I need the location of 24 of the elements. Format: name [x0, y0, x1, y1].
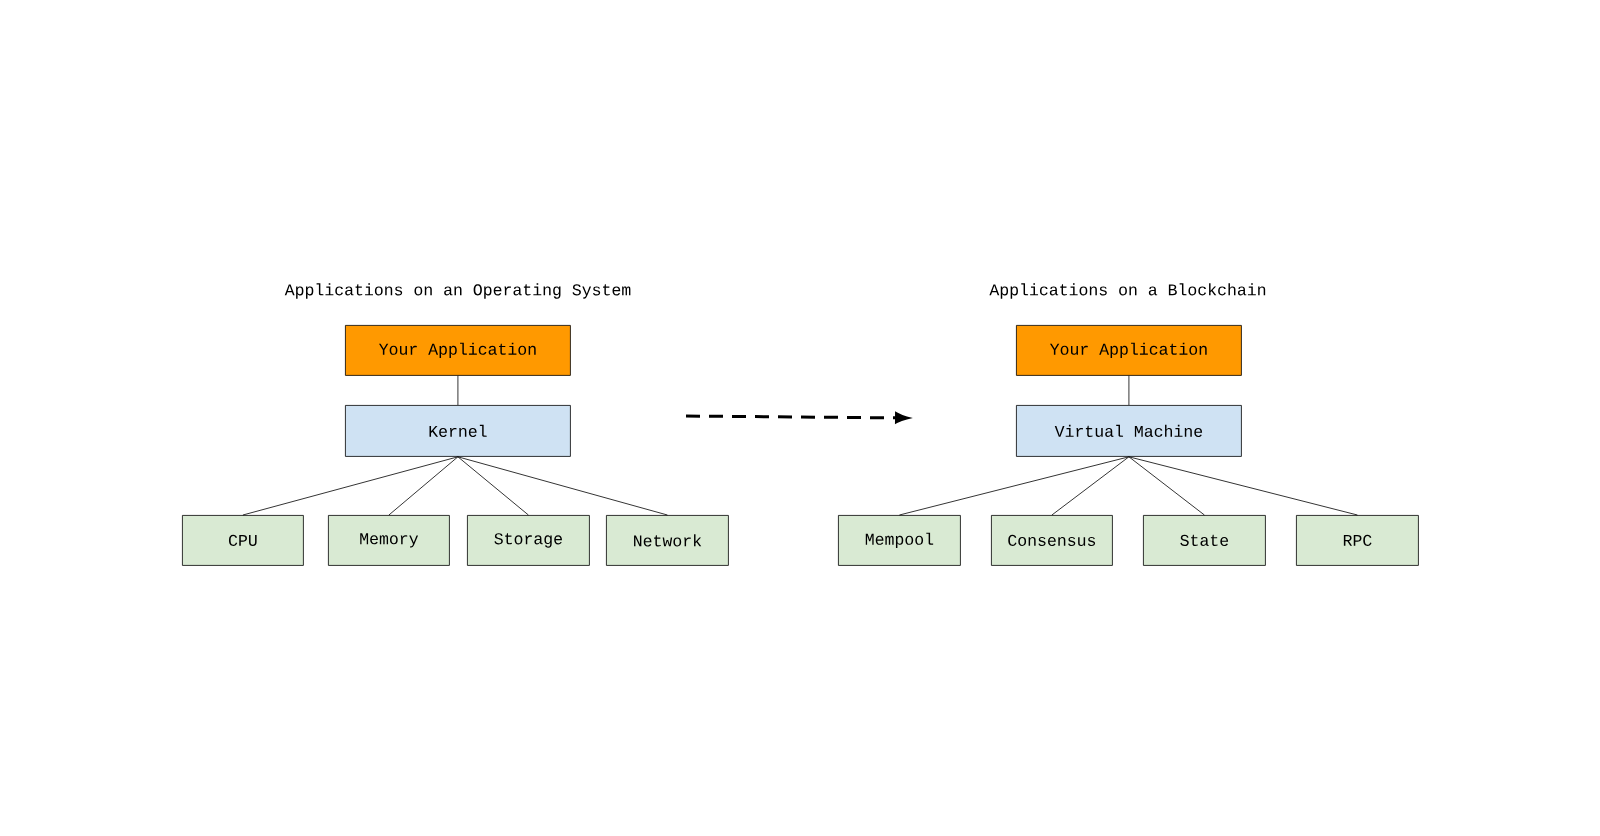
connector-line — [899, 456, 1130, 516]
connector-line — [457, 456, 668, 516]
component-box: RPC — [1296, 515, 1419, 566]
component-box: Network — [606, 515, 729, 566]
connector-line — [1128, 375, 1130, 406]
connector-line — [1128, 456, 1205, 516]
connector-line — [1128, 456, 1358, 516]
component-box: Storage — [467, 515, 590, 566]
component-box: Consensus — [991, 515, 1113, 566]
component-box: Virtual Machine — [1016, 405, 1242, 457]
component-box: CPU — [182, 515, 304, 566]
connector-line — [457, 375, 459, 406]
connector-line — [1051, 456, 1130, 516]
diagram-heading: Applications on a Blockchain — [989, 283, 1266, 299]
component-box: Memory — [328, 515, 450, 566]
component-box: Mempool — [838, 515, 961, 566]
connector-line — [388, 456, 459, 516]
connector-line — [457, 456, 529, 516]
diagram-heading: Applications on an Operating System — [284, 283, 631, 299]
component-box: Your Application — [345, 325, 571, 376]
component-box: State — [1143, 515, 1266, 566]
component-box: Kernel — [345, 405, 571, 457]
component-box: Your Application — [1016, 325, 1242, 376]
connector-line — [242, 456, 459, 516]
